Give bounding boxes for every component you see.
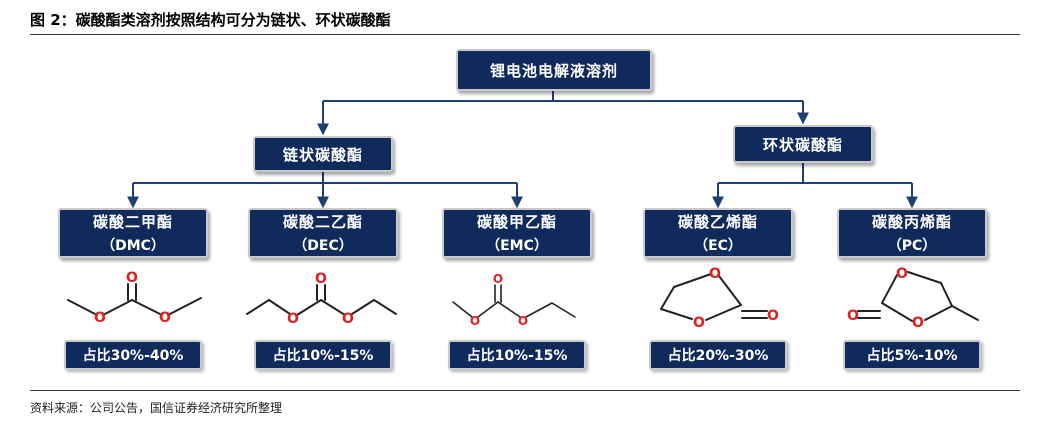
solvent-name: 碳酸甲乙酯: [476, 213, 557, 231]
share-badge-dec: 占比10%-15%: [254, 340, 392, 370]
atom-o: O: [693, 315, 705, 331]
share-badge-dmc: 占比30%-40%: [64, 340, 202, 370]
root-label: 锂电池电解液溶剂: [489, 61, 618, 80]
solvent-abbr: （PC）: [887, 238, 937, 254]
atom-o: O: [159, 310, 171, 326]
pc-structure: [857, 271, 979, 322]
atom-o: O: [315, 271, 327, 287]
solvent-name: 碳酸二乙酯: [282, 213, 363, 231]
solvent-node-pc: 碳酸丙烯酯 （PC）: [837, 208, 987, 258]
solvent-name: 碳酸丙烯酯: [871, 213, 952, 231]
figure-title: 图 2：碳酸酯类溶剂按照结构可分为链状、环状碳酸酯: [30, 11, 391, 29]
atom-o: O: [94, 310, 106, 326]
footer-rule: [30, 390, 1020, 391]
dmc-structure: [67, 283, 202, 316]
group-chain-label: 链状碳酸酯: [282, 145, 363, 164]
atom-o: O: [767, 308, 779, 324]
atom-o: O: [342, 311, 354, 327]
root-node: 锂电池电解液溶剂: [456, 49, 652, 91]
share-badge-ec: 占比20%-30%: [649, 340, 787, 370]
atom-o: O: [493, 272, 503, 286]
atom-o: O: [709, 266, 721, 282]
group-cyclic-node: 环状碳酸酯: [733, 125, 873, 163]
group-cyclic-label: 环状碳酸酯: [762, 135, 843, 154]
atom-o: O: [847, 308, 859, 324]
solvent-node-emc: 碳酸甲乙酯 （EMC）: [442, 208, 592, 258]
solvent-abbr: （DMC）: [101, 238, 165, 254]
title-rule: [30, 34, 1020, 35]
solvent-abbr: （EMC）: [486, 238, 548, 254]
solvent-node-dmc: 碳酸二甲酯 （DMC）: [58, 208, 208, 258]
solvent-name: 碳酸二甲酯: [92, 213, 173, 231]
solvent-node-ec: 碳酸乙烯酯 （EC）: [643, 208, 793, 258]
atom-o: O: [518, 314, 528, 328]
group-chain-node: 链状碳酸酯: [253, 136, 393, 172]
dec-structure: [246, 284, 397, 316]
ec-structure: [660, 273, 768, 321]
share-badge-emc: 占比10%-15%: [448, 340, 586, 370]
solvent-abbr: （EC）: [694, 238, 742, 254]
solvent-node-dec: 碳酸二乙酯 （DEC）: [248, 208, 398, 258]
solvent-name: 碳酸乙烯酯: [677, 213, 758, 231]
share-badge-pc: 占比5%-10%: [843, 340, 981, 370]
solvent-abbr: （DEC）: [293, 238, 353, 254]
atom-o: O: [126, 270, 138, 286]
atom-o: O: [896, 266, 908, 282]
atom-o: O: [287, 311, 299, 327]
emc-structure: [452, 284, 576, 318]
atom-o: O: [470, 314, 480, 328]
atom-o: O: [912, 315, 924, 331]
source-note: 资料来源：公司公告，国信证券经济研究所整理: [30, 401, 283, 415]
